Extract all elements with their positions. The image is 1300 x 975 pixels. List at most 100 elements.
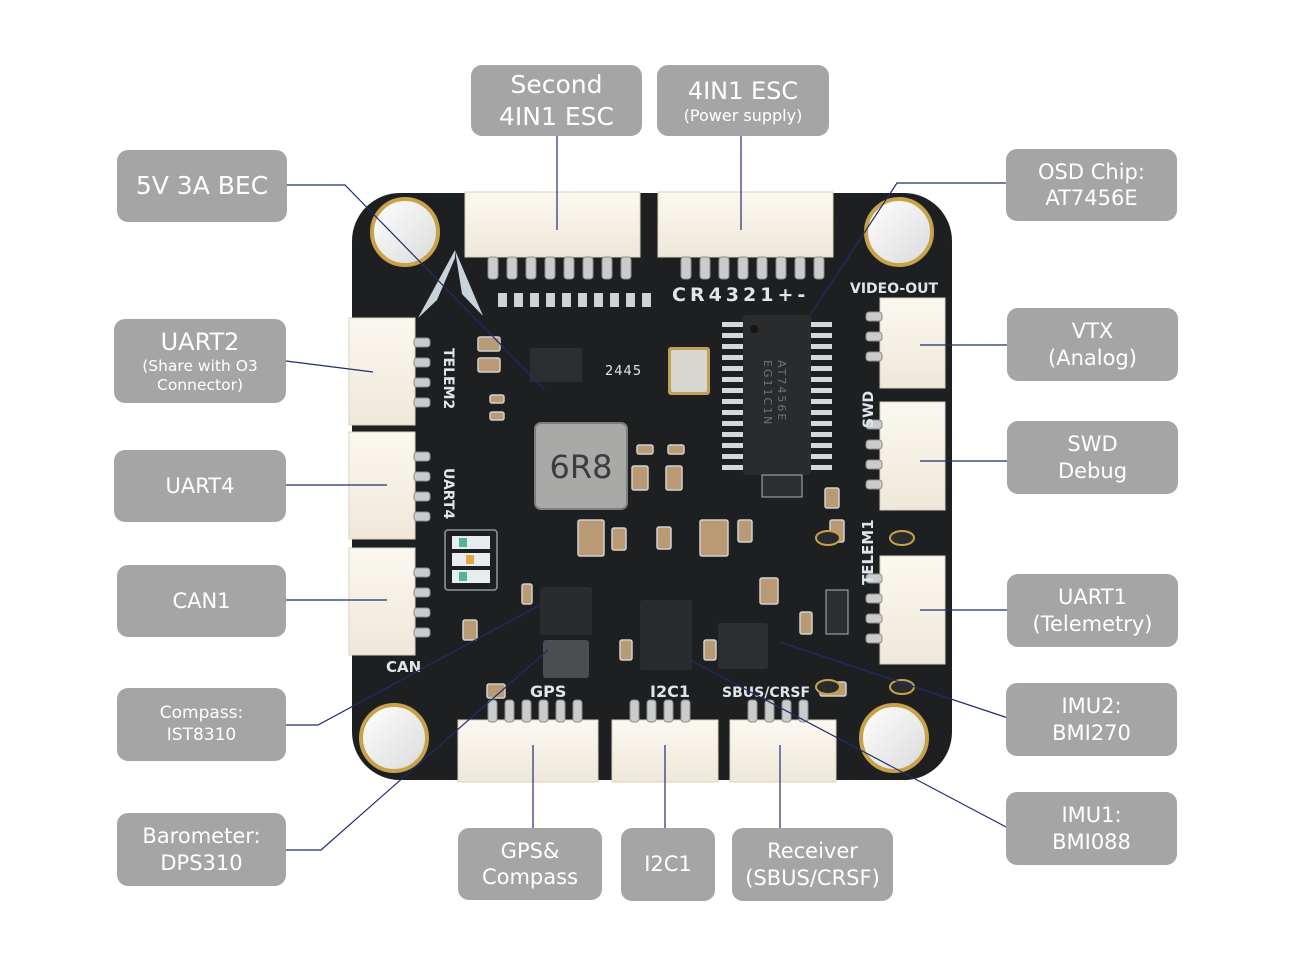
connector-pin — [813, 256, 825, 280]
connector-pin — [413, 607, 431, 618]
diode-s34-2 — [825, 589, 849, 635]
svg-text:6R8: 6R8 — [550, 448, 613, 486]
callout-osd-line2: AT7456E — [1045, 186, 1138, 210]
svg-text:EG11C1N: EG11C1N — [761, 360, 774, 426]
chip-pin — [810, 333, 832, 338]
smd-capacitor — [489, 394, 505, 404]
connector-pin — [413, 337, 431, 348]
connector-pin — [865, 311, 883, 322]
callout-uart1: UART1 (Telemetry) — [1007, 574, 1178, 647]
chip-pin — [810, 465, 832, 470]
callout-swd-line1: SWD — [1067, 432, 1118, 457]
callout-vtx: VTX (Analog) — [1007, 308, 1178, 381]
mounting-hole-bottom-left — [359, 703, 429, 773]
callout-can1-text: CAN1 — [172, 588, 231, 613]
connector-pin — [781, 699, 792, 723]
chip-pin — [810, 344, 832, 349]
chip-pin — [722, 388, 744, 393]
smd-pad — [530, 293, 539, 307]
callout-imu2-line2: BMI270 — [1052, 720, 1131, 745]
connector-pin — [544, 256, 556, 280]
mounting-hole-top-right — [864, 197, 934, 267]
callout-barometer-line1: Barometer: — [142, 824, 261, 849]
svg-text:AT7456E: AT7456E — [775, 360, 788, 422]
chip-pin — [810, 399, 832, 404]
connector-pin — [747, 699, 758, 723]
smd-capacitor — [737, 519, 753, 543]
callout-vtx-line1: VTX — [1071, 319, 1114, 344]
connector-pin — [865, 479, 883, 490]
connector-pin — [680, 256, 692, 280]
callout-gps-line2: Compass — [481, 865, 579, 889]
callout-imu1: IMU1: BMI088 — [1006, 792, 1177, 865]
chip-pin — [722, 355, 744, 360]
connector-pin — [506, 256, 518, 280]
callout-uart2-line2: (Share with O3 — [142, 356, 258, 375]
chip-pin — [810, 377, 832, 382]
callout-i2c1: I2C1 — [621, 828, 715, 901]
solder-pad — [889, 679, 915, 695]
callout-uart4-text: UART4 — [165, 473, 235, 498]
connector-pin — [413, 627, 431, 638]
chip-pin — [722, 333, 744, 338]
callout-bec: 5V 3A BEC — [117, 150, 287, 222]
mounting-hole-top-left — [370, 197, 440, 267]
smd-capacitor — [486, 683, 506, 699]
connector-pin — [413, 511, 431, 522]
smd-capacitor — [636, 444, 654, 455]
connector-pin — [680, 699, 691, 723]
callout-esc: 4IN1 ESC (Power supply) — [657, 65, 829, 136]
callout-osd-line1: OSD Chip: — [1038, 159, 1145, 184]
callout-vtx-line2: (Analog) — [1048, 345, 1137, 370]
chip-pin — [810, 388, 832, 393]
inductor: 6R8 — [534, 422, 628, 510]
smd-capacitor — [759, 577, 779, 605]
silk-sbus: SBUS/CRSF — [722, 685, 810, 701]
callout-bec-text: 5V 3A BEC — [135, 171, 269, 201]
smd-pad — [578, 293, 587, 307]
callout-uart1-line1: UART1 — [1058, 585, 1127, 610]
callout-receiver-line2: (SBUS/CRSF) — [745, 865, 880, 890]
callout-barometer-line2: DPS310 — [160, 850, 243, 875]
callout-barometer: Barometer: DPS310 — [117, 813, 286, 886]
callout-gps: GPS& Compass — [458, 828, 602, 900]
smd-pad — [594, 293, 603, 307]
smd-capacitor — [521, 583, 533, 605]
connector-pin — [538, 699, 549, 723]
compass-chip — [543, 640, 589, 678]
callout-esc-line2: (Power supply) — [683, 105, 803, 125]
connector-pin — [865, 613, 883, 624]
silk-code: 2445 — [605, 364, 642, 379]
smd-capacitor — [699, 519, 729, 557]
silk-telem2: TELEM2 — [440, 348, 456, 409]
imu1-chip — [640, 600, 692, 670]
callout-gps-line1: GPS& — [500, 838, 560, 863]
connector-pin — [487, 256, 499, 280]
chip-pin — [722, 454, 744, 459]
connector-pin — [555, 699, 566, 723]
callout-i2c1-text: I2C1 — [644, 852, 692, 877]
callout-swd-line2: Debug — [1057, 458, 1128, 483]
chip-pin — [810, 432, 832, 437]
status-leds — [444, 529, 498, 591]
smd-capacitor — [611, 527, 627, 551]
chip-pin — [810, 355, 832, 360]
smd-capacitor — [489, 411, 505, 421]
smd-capacitor — [667, 444, 685, 455]
silk-telem1: TELEM1 — [859, 519, 877, 585]
connector-esc — [657, 191, 834, 280]
callout-imu2: IMU2: BMI270 — [1006, 683, 1177, 756]
chip-pin — [722, 443, 744, 448]
connector-pin — [413, 397, 431, 408]
chip-pin — [722, 322, 744, 327]
connector-pin — [525, 256, 537, 280]
callout-second-esc-line2: 4IN1 ESC — [499, 101, 614, 131]
connector-pin — [582, 256, 594, 280]
connector-pin — [737, 256, 749, 280]
chip-pin — [722, 465, 744, 470]
diode-s34 — [761, 474, 803, 498]
smd-capacitor — [619, 639, 633, 661]
callout-osd: OSD Chip: AT7456E — [1006, 149, 1177, 221]
connector-pin — [865, 593, 883, 604]
connector-pin — [699, 256, 711, 280]
